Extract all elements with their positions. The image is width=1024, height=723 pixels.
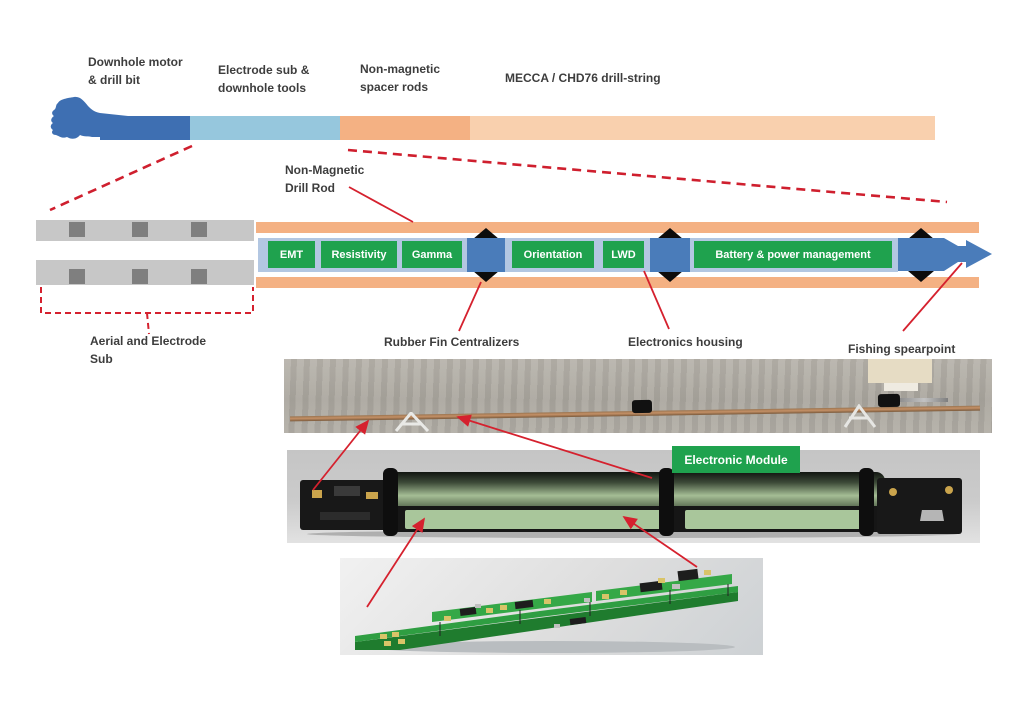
module-resistivity-label: Resistivity bbox=[331, 248, 387, 261]
housing-left-endcap bbox=[300, 480, 392, 530]
zoom-fan-line-left bbox=[49, 144, 193, 212]
label-rubber-fin-centralizers: Rubber Fin Centralizers bbox=[384, 335, 520, 349]
drill-bit-icon bbox=[50, 96, 128, 139]
module-orientation-label: Orientation bbox=[523, 248, 583, 261]
connector-pin bbox=[312, 490, 322, 498]
label-downhole-motor: Downhole motor & drill bit bbox=[88, 53, 183, 89]
clamp-ring bbox=[659, 468, 674, 536]
module-battery-label: Battery & power management bbox=[715, 248, 871, 261]
module-gamma: Gamma bbox=[402, 241, 462, 268]
module-emt-label: EMT bbox=[279, 248, 304, 261]
electronics-housing-joint bbox=[467, 238, 505, 272]
aerial-sub-bracket bbox=[40, 287, 254, 314]
electrode-pad bbox=[69, 269, 85, 284]
photo-spearpoint-tip bbox=[900, 398, 948, 402]
db9-connector bbox=[920, 510, 944, 521]
pcb-render bbox=[355, 568, 738, 653]
label-electronics-housing: Electronics housing bbox=[628, 335, 743, 349]
clamp-ring bbox=[383, 468, 398, 536]
rod-photo bbox=[284, 359, 992, 433]
label-spacer-rods-line2: spacer rods bbox=[360, 80, 429, 94]
background-crate bbox=[868, 359, 932, 383]
label-nonmagnetic-drill-rod: Non-Magnetic Drill Rod bbox=[285, 161, 364, 197]
zoom-fan-line-right bbox=[347, 148, 948, 204]
module-lwd-label: LWD bbox=[611, 248, 636, 261]
segment-electrode-sub bbox=[190, 116, 340, 140]
label-downhole-motor-line2: & drill bit bbox=[88, 73, 140, 87]
module-lwd: LWD bbox=[603, 241, 644, 268]
label-mecca-drillstring: MECCA / CHD76 drill-string bbox=[505, 69, 661, 87]
background-crate-base bbox=[884, 383, 918, 391]
module-board bbox=[685, 510, 865, 529]
spearpoint-arrow-icon bbox=[898, 238, 992, 271]
module-battery: Battery & power management bbox=[694, 241, 892, 268]
clamp-ring bbox=[859, 468, 874, 536]
connector-pin bbox=[366, 492, 378, 499]
label-electrode-sub-line1: Electrode sub & bbox=[218, 63, 310, 77]
module-board bbox=[405, 510, 667, 529]
trestle-stand bbox=[394, 412, 430, 432]
label-fishing-spearpoint: Fishing spearpoint bbox=[848, 342, 956, 356]
electrode-pad bbox=[132, 269, 148, 284]
line-centralizer-label bbox=[458, 281, 482, 332]
label-downhole-motor-line1: Downhole motor bbox=[88, 55, 183, 69]
photo-centralizer bbox=[631, 399, 653, 414]
electrode-pad bbox=[132, 222, 148, 237]
module-emt: EMT bbox=[268, 241, 315, 268]
housing-photo bbox=[287, 450, 980, 543]
label-aerial-electrode-sub: Aerial and Electrode Sub bbox=[90, 332, 206, 368]
module-resistivity: Resistivity bbox=[321, 241, 397, 268]
label-spacer-rods: Non-magnetic spacer rods bbox=[360, 60, 440, 96]
screw bbox=[945, 486, 953, 494]
label-spacer-rods-line1: Non-magnetic bbox=[360, 62, 441, 76]
label-nonmagnetic-line2: Drill Rod bbox=[285, 181, 335, 195]
label-electrode-sub: Electrode sub & downhole tools bbox=[218, 61, 309, 97]
electrode-pad bbox=[191, 222, 207, 237]
trestle-stand bbox=[843, 404, 877, 428]
electrode-pad bbox=[191, 269, 207, 284]
housing-right-endcap bbox=[877, 478, 962, 534]
cap-detail bbox=[320, 512, 370, 520]
label-electrode-sub-line2: downhole tools bbox=[218, 81, 306, 95]
aerial-rod-top bbox=[36, 220, 254, 241]
electrode-pad bbox=[69, 222, 85, 237]
electronics-housing-joint bbox=[650, 238, 690, 272]
label-aerial-line1: Aerial and Electrode bbox=[90, 334, 207, 348]
label-nonmagnetic-line1: Non-Magnetic bbox=[285, 163, 365, 177]
aerial-sub-bracket-tick bbox=[146, 312, 150, 335]
screw bbox=[889, 488, 897, 496]
segment-spacer-rods bbox=[340, 116, 470, 140]
nonmagnetic-rod-top bbox=[256, 222, 979, 233]
label-mecca-drillstring-line1: MECCA / CHD76 drill-string bbox=[505, 71, 661, 85]
aerial-rod-bottom bbox=[36, 260, 254, 285]
electronic-module-badge: Electronic Module bbox=[672, 446, 800, 473]
housing-tube bbox=[387, 472, 885, 510]
nonmagnetic-rod-bottom bbox=[256, 277, 979, 288]
pcb-photo bbox=[340, 558, 763, 655]
segment-mecca-drillstring bbox=[470, 116, 935, 140]
module-orientation: Orientation bbox=[512, 241, 594, 268]
label-aerial-line2: Sub bbox=[90, 352, 113, 366]
cap-detail bbox=[334, 486, 360, 496]
module-gamma-label: Gamma bbox=[411, 248, 453, 261]
